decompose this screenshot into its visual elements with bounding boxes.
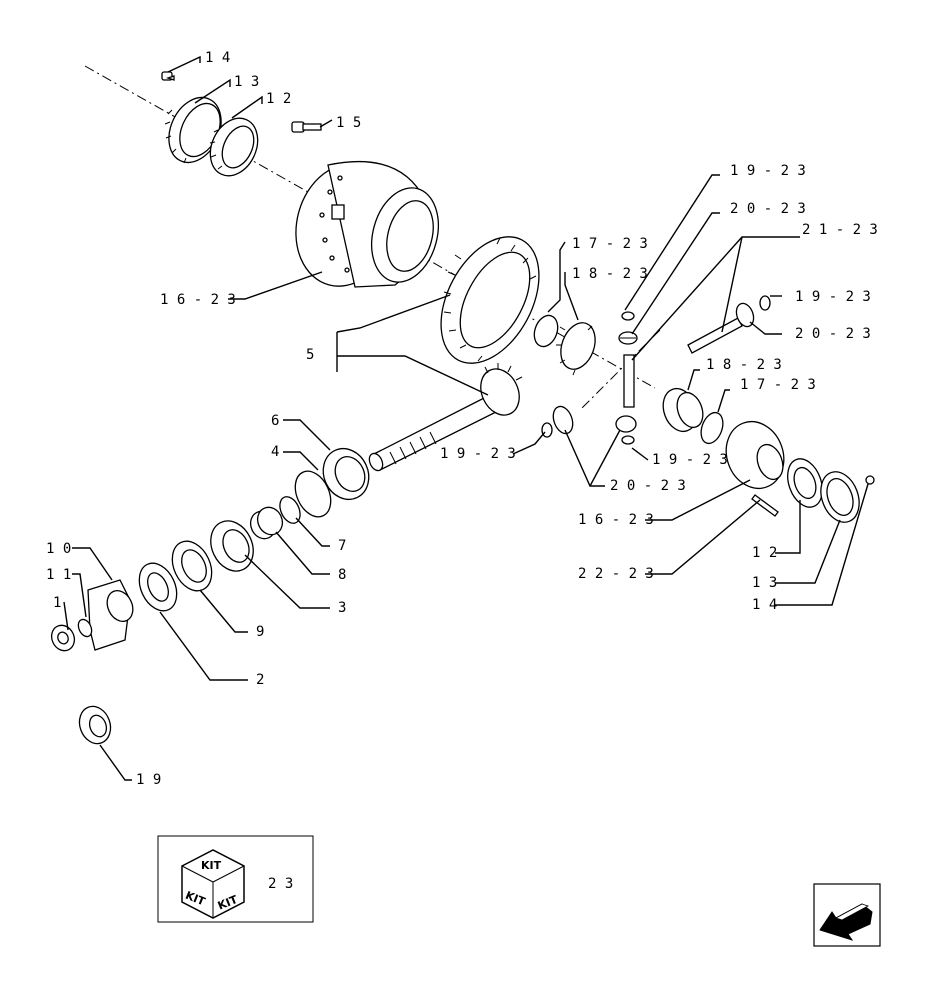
callout-22-23: 2 2 - 2 3 [578,566,654,582]
part-5-crown-wheel [440,236,540,364]
leader-lines [63,55,869,781]
part-14-bolt-right [865,475,875,485]
callout-20-23-top: 2 0 - 2 3 [730,201,806,217]
callout-19-23-right: 1 9 - 2 3 [795,289,871,305]
part-18-23-side-gear-right [662,387,704,433]
callout-14-right: 1 4 [752,597,777,613]
part-19-23-washer-top [621,311,635,321]
part-14-bolt-top [161,71,175,81]
part-17-23-washer-right [700,411,724,445]
part-5-pinion-shaft [368,363,523,472]
part-19-23-washer-right [759,295,771,311]
part-19-23-washer-left [541,422,553,438]
callout-3: 3 [338,600,346,616]
callout-20-23-low: 2 0 - 2 3 [610,478,686,494]
callout-19-nut: 1 9 [136,772,161,788]
kit-label-top: KIT [201,859,222,872]
part-8-spacer [249,506,284,540]
arrow-back-icon [819,903,873,941]
part-18-23-side-gear-top [556,322,596,376]
callout-14-top: 1 4 [205,50,230,66]
callout-20-23-right: 2 0 - 2 3 [795,326,871,342]
kit-number: 2 3 [268,876,293,892]
callout-21-23: 2 1 - 2 3 [802,222,878,238]
part-16-23-housing-top [295,161,439,288]
part-20-23-pinion-low [615,415,637,445]
callout-18-23-right: 1 8 - 2 3 [706,357,782,373]
callout-5: 5 [306,347,314,363]
callout-11: 1 1 [46,567,71,583]
callout-10: 1 0 [46,541,71,557]
part-20-23-pinion-top [618,331,638,345]
part-15-bolt [291,121,322,133]
callout-19-23-low: 1 9 - 2 3 [652,452,728,468]
callout-17-23-top: 1 7 - 2 3 [572,236,648,252]
callout-19-23-top: 1 9 - 2 3 [730,163,806,179]
callout-12-right: 1 2 [752,545,777,561]
callout-19-23-mid: 1 9 - 2 3 [440,446,516,462]
callout-4: 4 [271,444,279,460]
part-6-bearing [322,448,370,500]
part-11-o-ring [77,618,93,638]
callout-13-right: 1 3 [752,575,777,591]
part-10-flange [87,579,134,651]
part-12-bearing-top [209,117,259,177]
diff-axis-line [579,329,661,411]
kit-legend-box: KIT KIT KIT 2 3 [157,835,314,923]
part-12-bearing-right [787,458,823,508]
part-22-23-bolt [751,494,779,517]
part-16-23-housing-right [725,420,785,490]
part-17-23-washer-top [533,314,559,348]
callout-18-23-top: 1 8 - 2 3 [572,266,648,282]
part-13-ring-nut-right [820,471,860,523]
part-20-23-pinion-right [735,302,755,328]
callout-7: 7 [338,538,346,554]
callout-12-top: 1 2 [266,91,291,107]
part-9-seal [171,540,213,592]
part-19-nut [78,705,112,745]
part-3-bearing [210,520,254,572]
callout-16-23-left: 1 6 - 2 3 [160,292,236,308]
part-1-nut [50,624,76,652]
part-4-ring [294,470,332,518]
part-2-washer [138,562,178,612]
callout-16-23-right: 1 6 - 2 3 [578,512,654,528]
callout-15: 1 5 [336,115,361,131]
callout-1: 1 [53,595,61,611]
part-20-23-pinion-left [552,405,574,435]
callout-17-23-right: 1 7 - 2 3 [740,377,816,393]
callout-13-top: 1 3 [234,74,259,90]
callout-6: 6 [271,413,279,429]
callout-2: 2 [256,672,264,688]
back-arrow-button[interactable] [813,883,881,947]
callout-9: 9 [256,624,264,640]
callout-8: 8 [338,567,346,583]
part-7-ring [279,496,301,524]
part-21-23-cross-shaft [623,317,743,408]
